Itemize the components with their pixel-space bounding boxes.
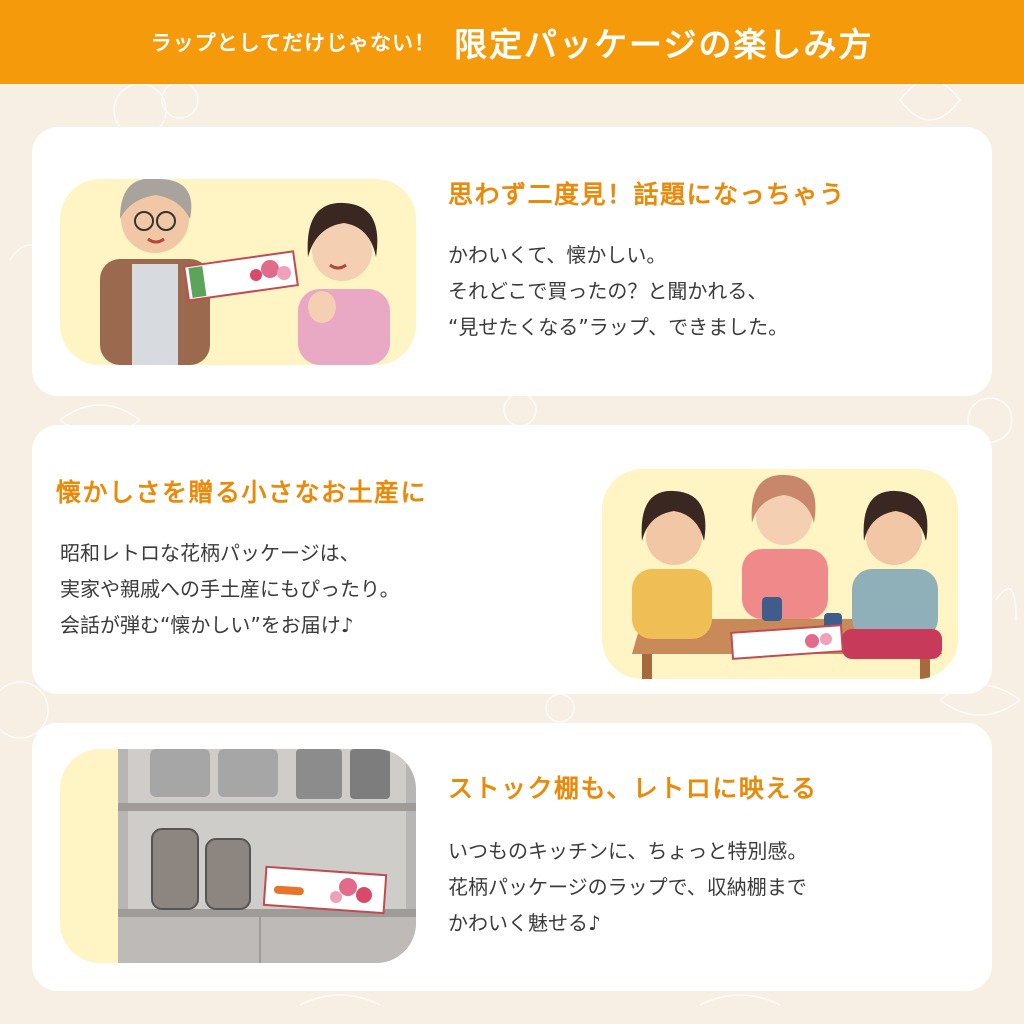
wrap-package-box bbox=[183, 250, 299, 302]
card-souvenir-gift: 懐かしさを贈る小さなお土産に 昭和レトロな花柄パッケージは、 実家や親戚への手土… bbox=[32, 425, 992, 694]
mug-shape bbox=[762, 597, 782, 621]
card-title: 懐かしさを贈る小さなお土産に bbox=[56, 478, 428, 507]
card-body-line: かわいくて、懐かしい。 bbox=[448, 243, 667, 267]
card-body-line: 実家や親戚への手土産にもぴったり。 bbox=[60, 577, 400, 601]
jar-shape bbox=[205, 838, 251, 910]
card-body-line: かわいく魅せる♪ bbox=[448, 911, 601, 935]
card-body-line: 会話が弾む“懐かしい”をお届け♪ bbox=[60, 613, 354, 637]
wrap-package-box bbox=[730, 624, 844, 660]
card-body-line: それどこで買ったの？と聞かれる、 bbox=[448, 279, 768, 303]
card-body: かわいくて、懐かしい。 それどこで買ったの？と聞かれる、 “見せたくなる”ラップ… bbox=[448, 237, 788, 345]
card-body-line: 花柄パッケージのラップで、収納棚まで bbox=[448, 875, 807, 899]
card-body-line: 昭和レトロな花柄パッケージは、 bbox=[60, 541, 360, 565]
card-stock-shelf: ストック棚も、レトロに映える いつものキッチンに、ちょっと特別感。 花柄パッケー… bbox=[32, 723, 992, 991]
card-body-line: “見せたくなる”ラップ、できました。 bbox=[448, 315, 789, 339]
illustration-two-people bbox=[60, 179, 416, 365]
card-title: ストック棚も、レトロに映える bbox=[448, 774, 818, 803]
card-body: 昭和レトロな花柄パッケージは、 実家や親戚への手土産にもぴったり。 会話が弾む“… bbox=[60, 535, 400, 643]
header-subtitle: ラップとしてだけじゃない！ bbox=[150, 31, 437, 55]
card-conversation-starter: 思わず二度見！話題になっちゃう かわいくて、懐かしい。 それどこで買ったの？と聞… bbox=[32, 127, 992, 396]
wrap-package-box bbox=[262, 865, 388, 915]
header-title: 限定パッケージの楽しみ方 bbox=[454, 25, 874, 64]
jar-shape bbox=[151, 828, 199, 910]
illustration-three-women bbox=[602, 469, 958, 679]
card-body: いつものキッチンに、ちょっと特別感。 花柄パッケージのラップで、収納棚まで かわ… bbox=[448, 833, 807, 941]
card-body-line: いつものキッチンに、ちょっと特別感。 bbox=[448, 839, 808, 863]
illustration-kitchen-shelf bbox=[60, 749, 416, 963]
card-title: 思わず二度見！話題になっちゃう bbox=[448, 180, 846, 209]
header-banner: ラップとしてだけじゃない！ 限定パッケージの楽しみ方 bbox=[0, 0, 1024, 84]
